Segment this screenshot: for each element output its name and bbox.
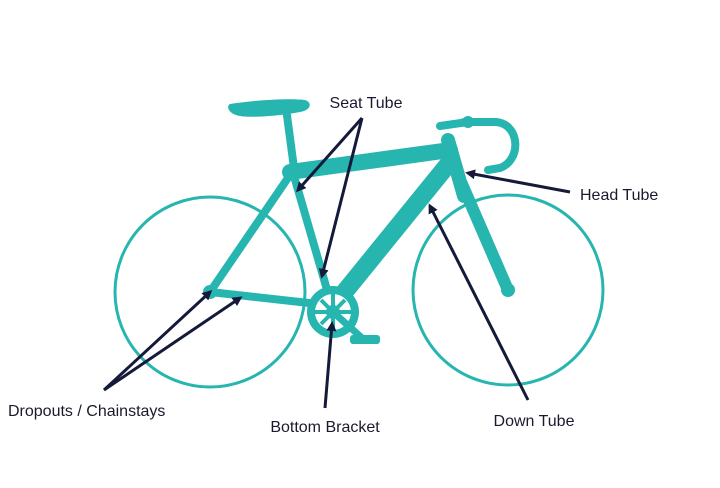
arrow-seat-tube-2 (318, 117, 364, 279)
seat-tube (290, 172, 334, 304)
top-tube (282, 142, 458, 180)
crank-arm (329, 308, 366, 342)
label-head-tube: Head Tube (580, 187, 658, 204)
seat-post (282, 104, 298, 172)
handlebar (460, 118, 520, 174)
arrow-head-tube (465, 169, 571, 194)
arrow-bottom-bracket (323, 321, 337, 409)
front-wheel (411, 193, 605, 387)
arrow-chainstays (103, 296, 243, 392)
fork (456, 178, 514, 296)
handlebar-end (462, 116, 474, 128)
label-dropouts-chainstays: Dropouts / Chainstays (8, 403, 165, 420)
label-bottom-bracket: Bottom Bracket (270, 419, 380, 436)
arrow-seat-tube-1 (296, 117, 364, 193)
bike-frame (206, 104, 520, 309)
saddle (228, 99, 310, 117)
down-tube (329, 153, 459, 309)
seat-stay (206, 168, 296, 296)
label-down-tube: Down Tube (494, 413, 575, 430)
arrow-down-tube (428, 203, 530, 401)
label-seat-tube: Seat Tube (330, 95, 403, 112)
arrow-dropouts (102, 289, 213, 392)
front-axle (501, 283, 515, 297)
pedal (350, 335, 380, 344)
rear-wheel (113, 195, 307, 389)
chainstay (206, 288, 322, 308)
annotation-arrows (102, 117, 571, 409)
